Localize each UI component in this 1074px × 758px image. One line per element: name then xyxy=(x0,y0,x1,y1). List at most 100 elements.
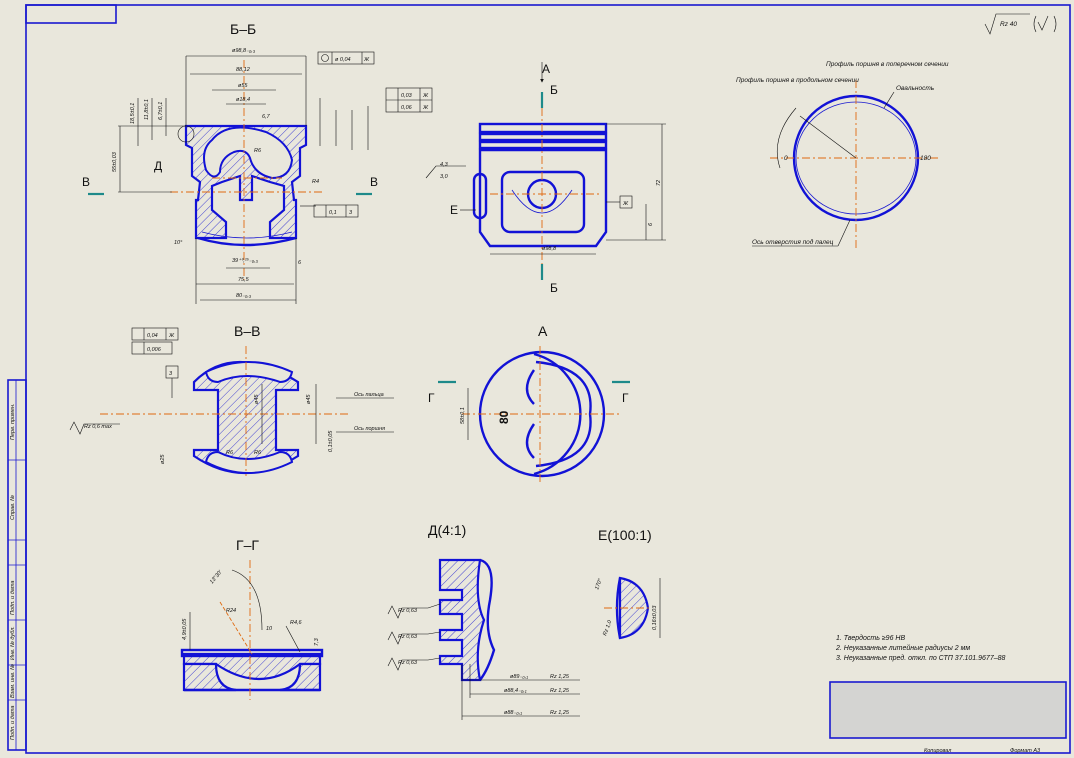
dim-a-58: 58±0,1 xyxy=(460,407,466,424)
stamp-0: Перв. примен. xyxy=(10,403,16,440)
dim-55: 55±0,03 xyxy=(112,151,118,172)
profile-ovality: Овальность xyxy=(896,85,935,92)
tol-value-3: 0,06 xyxy=(401,105,413,111)
tol-vv-1: 0,04 xyxy=(147,333,158,339)
profile-circle: Профиль поршня в поперечном сечении Проф… xyxy=(736,61,949,250)
dim-6-7b: 6,7±0,1 xyxy=(158,102,164,120)
label-pin-axis: Ось пальца xyxy=(354,392,384,398)
side-stamps: Перв. примен. Справ. № Подп. и дата Инв.… xyxy=(10,403,16,740)
dim-80: 80₋₀,₃ xyxy=(236,293,252,299)
profile-180: 180 xyxy=(920,155,931,162)
dim-d-89: ø89₋₀,₁ xyxy=(510,674,528,680)
dim-6: 6 xyxy=(298,260,302,266)
tol-value-2: 0,03 xyxy=(401,93,413,99)
datum-zh: Ж xyxy=(622,201,629,207)
side-view: А Б Б ø98,8 72 6 4,3 3,0 Ж Е xyxy=(425,62,666,295)
vv-title: В–В xyxy=(234,323,260,339)
dim-gg-10: 10 xyxy=(266,626,273,632)
dim-gg-r4-6: R4,6 xyxy=(290,620,303,626)
sheet-frame xyxy=(7,4,1071,754)
cut-v-left: В xyxy=(82,175,90,189)
detail-e-label: Е xyxy=(450,203,458,217)
d-title: Д(4:1) xyxy=(428,522,466,538)
dim-vv-d45b: ø45 xyxy=(306,394,312,404)
gg-title: Г–Г xyxy=(236,537,259,553)
dim-vv-r6: R6 xyxy=(226,450,234,456)
stamp-80: 80 xyxy=(497,410,511,424)
footer: Копировал Формат А3 xyxy=(924,748,1041,754)
stamp-5: Подп. и дата xyxy=(10,706,16,740)
rz-d-2: Rz 0,63 xyxy=(398,634,418,640)
rz-d-1: Rz 0,63 xyxy=(398,608,418,614)
section-gg: Г–Г 4,9±0,05 13°30' R24 10 R4,6 7,3 xyxy=(180,537,324,700)
dim-gg-4-9: 4,9±0,05 xyxy=(182,618,188,640)
dim-side-d98: ø98,8 xyxy=(542,246,557,252)
dim-gg-7-3: 7,3 xyxy=(314,637,320,646)
cut-b-bottom: Б xyxy=(550,281,558,295)
cut-v-right: В xyxy=(370,175,378,189)
dim-side-6: 6 xyxy=(648,222,654,226)
view-a-arrow-label: А xyxy=(542,62,550,76)
profile-longitudinal: Профиль поршня в продольном сечении xyxy=(736,76,859,84)
rz-d-4: Rz 1,25 xyxy=(550,674,570,680)
dim-e-0-16: 0,16±0,03 xyxy=(652,605,658,630)
rz-0-6: Rz 0,6 max xyxy=(84,424,112,430)
tol-datum-2: Ж xyxy=(422,93,429,99)
footer-copied: Копировал xyxy=(924,748,951,754)
detail-e: Е(100:1) 170° Rz 1,0 0,16±0,03 xyxy=(594,527,661,640)
dim-d55: ø55 xyxy=(238,83,248,89)
a-view-title: А xyxy=(538,323,548,339)
dim-vv-d25: ø25 xyxy=(160,454,166,464)
profile-transverse: Профиль поршня в поперечном сечении xyxy=(826,61,949,68)
stamp-3: Инв. № дубл. xyxy=(10,626,16,660)
dim-side-3-0: 3,0 xyxy=(440,174,449,180)
tol-datum: Ж xyxy=(363,57,370,63)
dim-6-7: 6,7 xyxy=(262,114,271,120)
footer-format: Формат А3 xyxy=(1010,748,1041,754)
dim-e-170: 170° xyxy=(594,577,604,590)
stamp-1: Справ. № xyxy=(10,495,16,520)
dim-vv-0-1: 0,1±0,05 xyxy=(328,430,334,452)
stamp-2: Подп. и дата xyxy=(10,581,16,615)
view-a: А Г Г 58±0,1 80 xyxy=(428,323,630,482)
cut-b-top: Б xyxy=(550,83,558,97)
tol-datum-3: Ж xyxy=(422,105,429,111)
tol-vv-2: 0,006 xyxy=(147,347,162,353)
profile-pin-axis: Ось отверстия под палец xyxy=(752,238,834,246)
dim-r6: R6 xyxy=(254,148,262,154)
section-vv: В–В 0,04 Ж 0,006 3 Rz 0,6 max ø25 ø45 ø4… xyxy=(69,323,394,476)
dim-gg-r24: R24 xyxy=(226,608,236,614)
profile-zero: 0 xyxy=(784,155,788,162)
e-title: Е(100:1) xyxy=(598,527,652,543)
dim-88: 88,12 xyxy=(236,67,250,73)
roughness-mark: Rz 40 xyxy=(984,13,1057,35)
stamp-4: Взам. инв. № xyxy=(10,664,16,698)
tol-datum-4: 3 xyxy=(349,210,353,216)
roughness-text: Rz 40 xyxy=(1000,21,1017,28)
tol-value-4: 0,1 xyxy=(329,210,337,216)
dim-39: 39⁺⁰,²⁵₋₀,₃ xyxy=(232,257,259,264)
dim-d98: ø98,8₋₀,₃ xyxy=(232,48,256,54)
dim-vv-r6b: R6 xyxy=(254,450,262,456)
label-piston-axis: Ось поршня xyxy=(354,426,385,432)
note-2: 2. Неуказанные литейные радиусы 2 мм xyxy=(835,644,970,652)
detail-d: Д(4:1) Rz 0,63 Rz 0,63 Rz 0,63 ø89₋₀,₁ ø… xyxy=(387,522,580,720)
dim-r4: R4 xyxy=(312,179,319,185)
tol-vv-datum: Ж xyxy=(168,333,175,339)
cut-g-right: Г xyxy=(622,391,629,405)
bb-title: Б–Б xyxy=(230,21,256,37)
dim-18: 18,5±0,1 xyxy=(130,103,136,124)
note-3: 3. Неуказанные пред. откл. по СТП 37.101… xyxy=(836,654,1006,662)
cut-g-left: Г xyxy=(428,391,435,405)
section-bb: Б–Б ø98,8₋₀,₃ 88,12 ø55 ø18,4 xyxy=(82,21,433,304)
tol-value: ø 0,04 xyxy=(335,57,351,63)
dim-gg-angle: 13°30' xyxy=(209,569,224,585)
dim-side-72: 72 xyxy=(656,180,662,186)
rz-d-3: Rz 0,63 xyxy=(398,660,418,666)
technical-notes: 1. Твердость ≥96 НВ 2. Неуказанные литей… xyxy=(835,634,1006,662)
dim-d-88: ø88₋₀,₁ xyxy=(504,710,522,716)
rz-d-5: Rz 1,25 xyxy=(550,688,570,694)
tol-vv-datum-3: 3 xyxy=(169,371,173,377)
rz-d-6: Rz 1,25 xyxy=(550,710,570,716)
